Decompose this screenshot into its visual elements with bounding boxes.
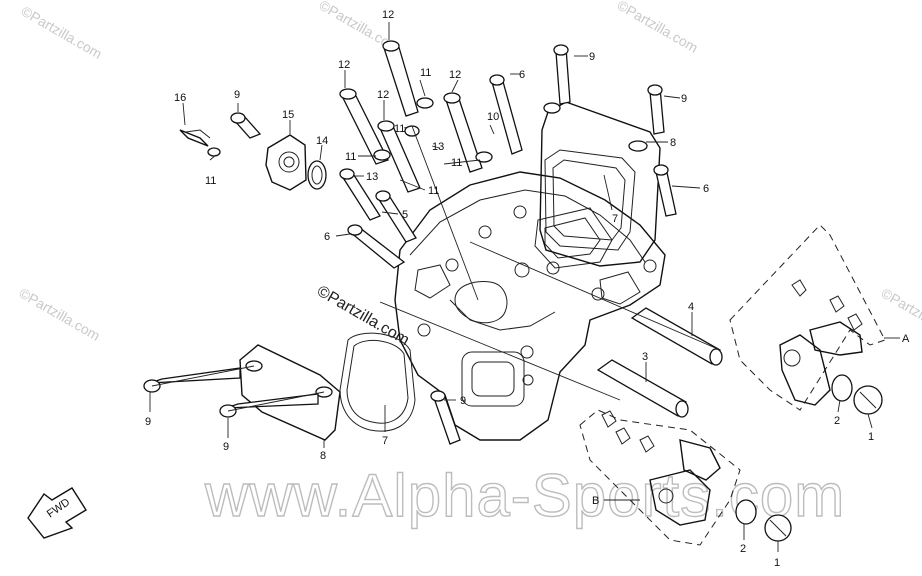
temp-sensor-16 [179, 129, 221, 157]
callout-10: 10 [487, 111, 499, 123]
callout-16: 16 [174, 92, 186, 104]
callout-6: 6 [519, 69, 525, 81]
callout-11: 11 [205, 175, 216, 187]
washers [373, 97, 493, 163]
callout-11: 11 [428, 185, 439, 197]
rocker-shafts [596, 307, 723, 418]
leader-lines [149, 22, 900, 552]
callout-15: 15 [282, 109, 294, 121]
callout-11: 11 [394, 123, 405, 135]
callout-1: 1 [868, 431, 874, 443]
callout-1: 1 [774, 557, 780, 569]
callout-9: 9 [589, 51, 595, 63]
fwd-label: FWD [45, 496, 72, 520]
callout-9: 9 [681, 93, 687, 105]
callout-2: 2 [834, 415, 840, 427]
rocker-assembly-a [729, 224, 886, 415]
callout-9: 9 [223, 441, 229, 453]
bolts [143, 40, 677, 445]
rocker-assembly-b [579, 409, 792, 546]
callout-9: 9 [145, 416, 151, 428]
callout-3: 3 [642, 351, 648, 363]
callout-6: 6 [703, 183, 709, 195]
fwd-arrow: FWD [27, 487, 87, 539]
callout-12: 12 [338, 59, 350, 71]
thermostat-housing-15 [265, 134, 327, 191]
callout-7: 7 [382, 435, 388, 447]
watermark-corner-tr: ©Partzilla.com [615, 0, 701, 56]
callout-7: 7 [612, 213, 618, 225]
top-gasket-7 [544, 149, 636, 251]
top-cover-8 [539, 101, 661, 267]
callout-14: 14 [316, 135, 328, 147]
watermark-corner-tl: ©Partzilla.com [19, 3, 105, 62]
callout-11: 11 [420, 67, 431, 79]
callout-13: 13 [432, 141, 444, 153]
callout-13: 13 [366, 171, 378, 183]
watermark-corner-mr: ©Partzilla.com [879, 285, 922, 344]
callout-8: 8 [670, 137, 676, 149]
callout-6: 6 [324, 231, 330, 243]
callout-11: 11 [451, 157, 462, 169]
side-gasket-7 [339, 332, 416, 432]
callout-12: 12 [449, 69, 461, 81]
callout-2: 2 [740, 543, 746, 555]
watermark-corner-ml: ©Partzilla.com [17, 285, 103, 344]
callout-12: 12 [377, 89, 389, 101]
callout-9: 9 [234, 89, 240, 101]
watermark-layer: ©Partzilla.com ©Partzilla.com ©Partzilla… [17, 0, 922, 530]
callout-b: B [592, 495, 599, 507]
callout-9: 9 [460, 395, 466, 407]
callout-5: 5 [402, 209, 408, 221]
side-cover-8 [239, 344, 341, 441]
callout-8: 8 [320, 450, 326, 462]
callout-12: 12 [382, 9, 394, 21]
callout-11: 11 [345, 151, 356, 163]
callout-4: 4 [688, 301, 694, 313]
callout-numbers: 12 12 12 12 11 11 11 11 11 11 16 15 14 1… [145, 9, 910, 569]
callout-a: A [902, 333, 910, 345]
